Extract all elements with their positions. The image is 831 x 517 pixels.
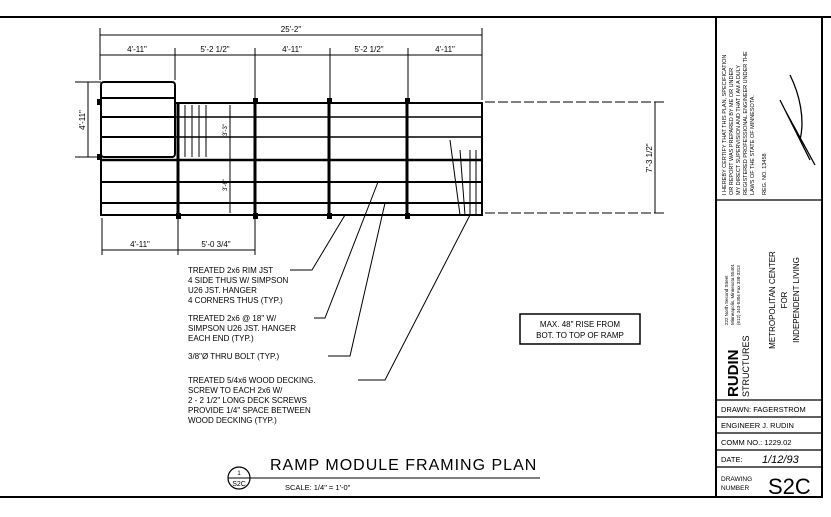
dimension-lines <box>75 28 665 255</box>
callout-line-2: BOT. TO TOP OF RAMP <box>536 331 624 340</box>
note-decking: TREATED 5/4x6 WOOD DECKING. SCREW TO EAC… <box>188 376 315 425</box>
svg-text:SCREW TO EACH 2x6 W/: SCREW TO EACH 2x6 W/ <box>188 386 283 395</box>
dim-right-height: 7'-3 1/2" <box>645 143 654 172</box>
drawing-number-label: DRAWING <box>721 476 752 483</box>
svg-text:FOR: FOR <box>780 291 789 308</box>
svg-text:4 CORNERS THUS (TYP.): 4 CORNERS THUS (TYP.) <box>188 296 283 305</box>
engineer: ENGINEER J. RUDIN <box>721 421 794 430</box>
leader-lines <box>290 181 471 381</box>
engineer-signature <box>779 74 816 166</box>
reg-number: REG. NO. 13458 <box>762 153 768 195</box>
svg-text:2 - 2 1/2" LONG DECK SCREWS: 2 - 2 1/2" LONG DECK SCREWS <box>188 396 307 405</box>
svg-text:S2C: S2C <box>232 481 246 488</box>
dim-bottom-2: 5'-0 3/4" <box>201 240 230 249</box>
certification-text: I HEREBY CERTIFY THAT THIS PLAN, SPECIFI… <box>722 51 768 195</box>
dim-bay-4: 5'-2 1/2" <box>354 45 383 54</box>
svg-text:U26 JST. HANGER: U26 JST. HANGER <box>188 286 257 295</box>
dim-inner-upper: 3'-3" <box>223 124 229 136</box>
svg-text:WOOD DECKING (TYP.): WOOD DECKING (TYP.) <box>188 416 277 425</box>
firm-logo: RUDIN <box>725 350 742 398</box>
svg-text:STRUCTURES: STRUCTURES <box>741 335 751 397</box>
dim-bay-5: 4'-11" <box>435 45 455 54</box>
svg-text:3/8"Ø THRU BOLT (TYP.): 3/8"Ø THRU BOLT (TYP.) <box>188 352 279 361</box>
rise-callout-box <box>519 313 641 345</box>
section-marker: 1 S2C <box>227 466 251 490</box>
note-joists: TREATED 2x6 @ 18" W/ SIMPSON U26 JST. HA… <box>188 314 296 343</box>
svg-text:NUMBER: NUMBER <box>721 485 749 492</box>
dim-left-height: 4'-11" <box>78 110 87 130</box>
svg-text:(612) 343-5304 Fax 338-3313: (612) 343-5304 Fax 338-3313 <box>736 265 741 325</box>
ramp-frame <box>100 102 483 216</box>
svg-text:REGISTERED PROFESSIONAL ENGINE: REGISTERED PROFESSIONAL ENGINEER UNDER T… <box>743 51 749 195</box>
ramp-framing <box>97 81 483 219</box>
drawing-number: S2C <box>768 474 811 499</box>
svg-text:INDEPENDENT LIVING: INDEPENDENT LIVING <box>792 257 801 343</box>
svg-text:4 SIDE THUS W/ SIMPSON: 4 SIDE THUS W/ SIMPSON <box>188 276 289 285</box>
svg-text:TREATED 2x6 @ 18" W/: TREATED 2x6 @ 18" W/ <box>188 314 277 323</box>
dim-bay-3: 4'-11" <box>282 45 302 54</box>
dim-bay-2: 5'-2 1/2" <box>200 45 229 54</box>
dim-bottom-1: 4'-11" <box>130 240 150 249</box>
dim-overall: 25'-2" <box>281 25 302 34</box>
svg-text:I HEREBY CERTIFY THAT THIS PLA: I HEREBY CERTIFY THAT THIS PLAN, SPECIFI… <box>722 55 728 195</box>
note-thru-bolt: 3/8"Ø THRU BOLT (TYP.) <box>188 352 279 361</box>
date-value: 1/12/93 <box>762 454 800 466</box>
drawing-scale: SCALE: 1/4" = 1'-0" <box>285 483 351 492</box>
svg-text:LAWS OF THE STATE OF MINNESOTA: LAWS OF THE STATE OF MINNESOTA. <box>750 95 756 195</box>
comm-number: COMM NO.: 1229.02 <box>721 438 791 447</box>
dim-bay-1: 4'-11" <box>127 45 147 54</box>
svg-text:SIMPSON U26 JST. HANGER: SIMPSON U26 JST. HANGER <box>188 324 296 333</box>
svg-text:TREATED 2x6 RIM JST: TREATED 2x6 RIM JST <box>188 266 273 275</box>
svg-text:EACH END (TYP.): EACH END (TYP.) <box>188 334 254 343</box>
drawn-by: DRAWN: FAGERSTROM <box>721 405 806 414</box>
date-label: DATE: <box>721 455 743 464</box>
project-name: METROPOLITAN CENTER <box>768 251 777 349</box>
svg-text:Minneapolis, Minnesota 55401: Minneapolis, Minnesota 55401 <box>730 263 735 325</box>
callout-line-1: MAX. 48" RISE FROM <box>540 320 621 329</box>
svg-text:OR REPORT WAS PREPARED BY ME O: OR REPORT WAS PREPARED BY ME OR UNDER <box>729 68 735 195</box>
svg-text:1: 1 <box>237 471 241 477</box>
firm-block: RUDIN STRUCTURES 222 North Second Street… <box>724 251 801 397</box>
svg-text:MY DIRECT SUPERVISION AND THAT: MY DIRECT SUPERVISION AND THAT I AM A DU… <box>736 65 742 195</box>
drawing-title: RAMP MODULE FRAMING PLAN <box>270 457 537 474</box>
sheet-border <box>0 16 831 498</box>
svg-text:TREATED 5/4x6 WOOD DECKING.: TREATED 5/4x6 WOOD DECKING. <box>188 376 315 385</box>
svg-text:222 North Second Street: 222 North Second Street <box>724 275 729 325</box>
svg-text:PROVIDE 1/4" SPACE BETWEEN: PROVIDE 1/4" SPACE BETWEEN <box>188 406 311 415</box>
title-block <box>716 74 822 468</box>
landing-module <box>100 81 176 158</box>
dim-inner-lower: 3'-6" <box>223 179 229 191</box>
note-rim-joist: TREATED 2x6 RIM JST 4 SIDE THUS W/ SIMPS… <box>188 266 289 305</box>
